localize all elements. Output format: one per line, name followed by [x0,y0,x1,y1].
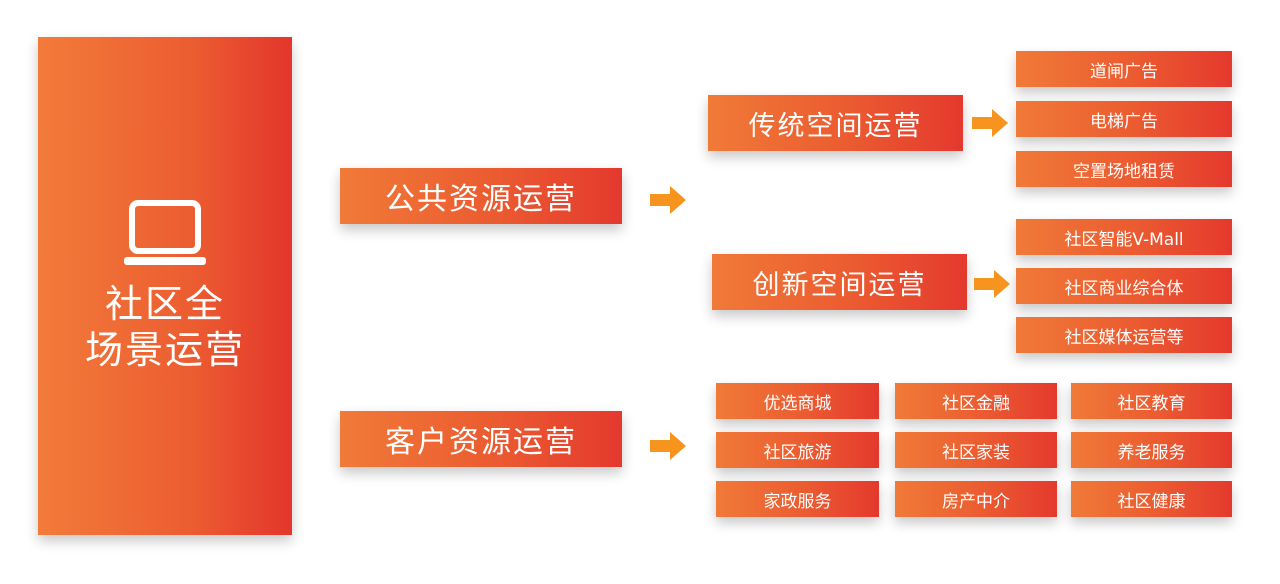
arrow-right-icon [650,432,686,460]
innovative-item: 社区智能V-Mall [1016,219,1232,255]
traditional-item: 空置场地租赁 [1016,151,1232,187]
arrow-right-icon [650,186,686,214]
arrow-right-icon [972,109,1008,137]
customer-item: 优选商城 [716,383,879,419]
root-title: 社区全 场景运营 [85,281,245,373]
traditional-item-label: 道闸广告 [1090,61,1158,82]
customer-item: 房产中介 [895,481,1057,517]
customer-item-label: 社区健康 [1117,491,1186,512]
traditional-item-label: 空置场地租赁 [1073,161,1175,182]
customer-item-label: 社区金融 [942,393,1010,414]
root-box: 社区全 场景运营 [38,37,292,535]
traditional-item: 道闸广告 [1016,51,1232,87]
innovative-item-label: 社区智能V-Mall [1064,229,1184,250]
traditional-item: 电梯广告 [1016,101,1232,137]
customer-item: 家政服务 [716,481,879,517]
customer-item-label: 社区旅游 [763,442,832,463]
public-resource-label: 公共资源运营 [385,182,577,217]
arrow-right-icon [974,270,1010,298]
customer-item: 社区金融 [895,383,1057,419]
laptop-icon [124,200,206,265]
customer-item-label: 社区家装 [942,442,1010,463]
customer-item-label: 养老服务 [1117,442,1186,463]
traditional-space-label: 传统空间运营 [748,110,923,142]
innovative-item: 社区商业综合体 [1016,268,1232,304]
customer-item-label: 房产中介 [942,491,1010,512]
customer-item-label: 家政服务 [763,491,832,512]
customer-item: 社区家装 [895,432,1057,468]
traditional-item-label: 电梯广告 [1090,111,1158,132]
customer-resource-box: 客户资源运营 [340,411,622,467]
customer-item: 社区教育 [1071,383,1232,419]
customer-item: 养老服务 [1071,432,1232,468]
innovative-item-label: 社区商业综合体 [1064,278,1184,299]
customer-item-label: 优选商城 [763,393,832,414]
root-title-line1: 社区全 [104,282,225,326]
innovative-space-label: 创新空间运营 [752,269,927,301]
root-title-line2: 场景运营 [84,328,245,372]
public-resource-box: 公共资源运营 [340,168,622,224]
customer-item-label: 社区教育 [1117,393,1186,414]
customer-resource-label: 客户资源运营 [385,425,577,460]
customer-item: 社区健康 [1071,481,1232,517]
innovative-item-label: 社区媒体运营等 [1064,327,1184,348]
innovative-space-box: 创新空间运营 [712,254,967,310]
traditional-space-box: 传统空间运营 [708,95,963,151]
innovative-item: 社区媒体运营等 [1016,317,1232,353]
customer-item: 社区旅游 [716,432,879,468]
